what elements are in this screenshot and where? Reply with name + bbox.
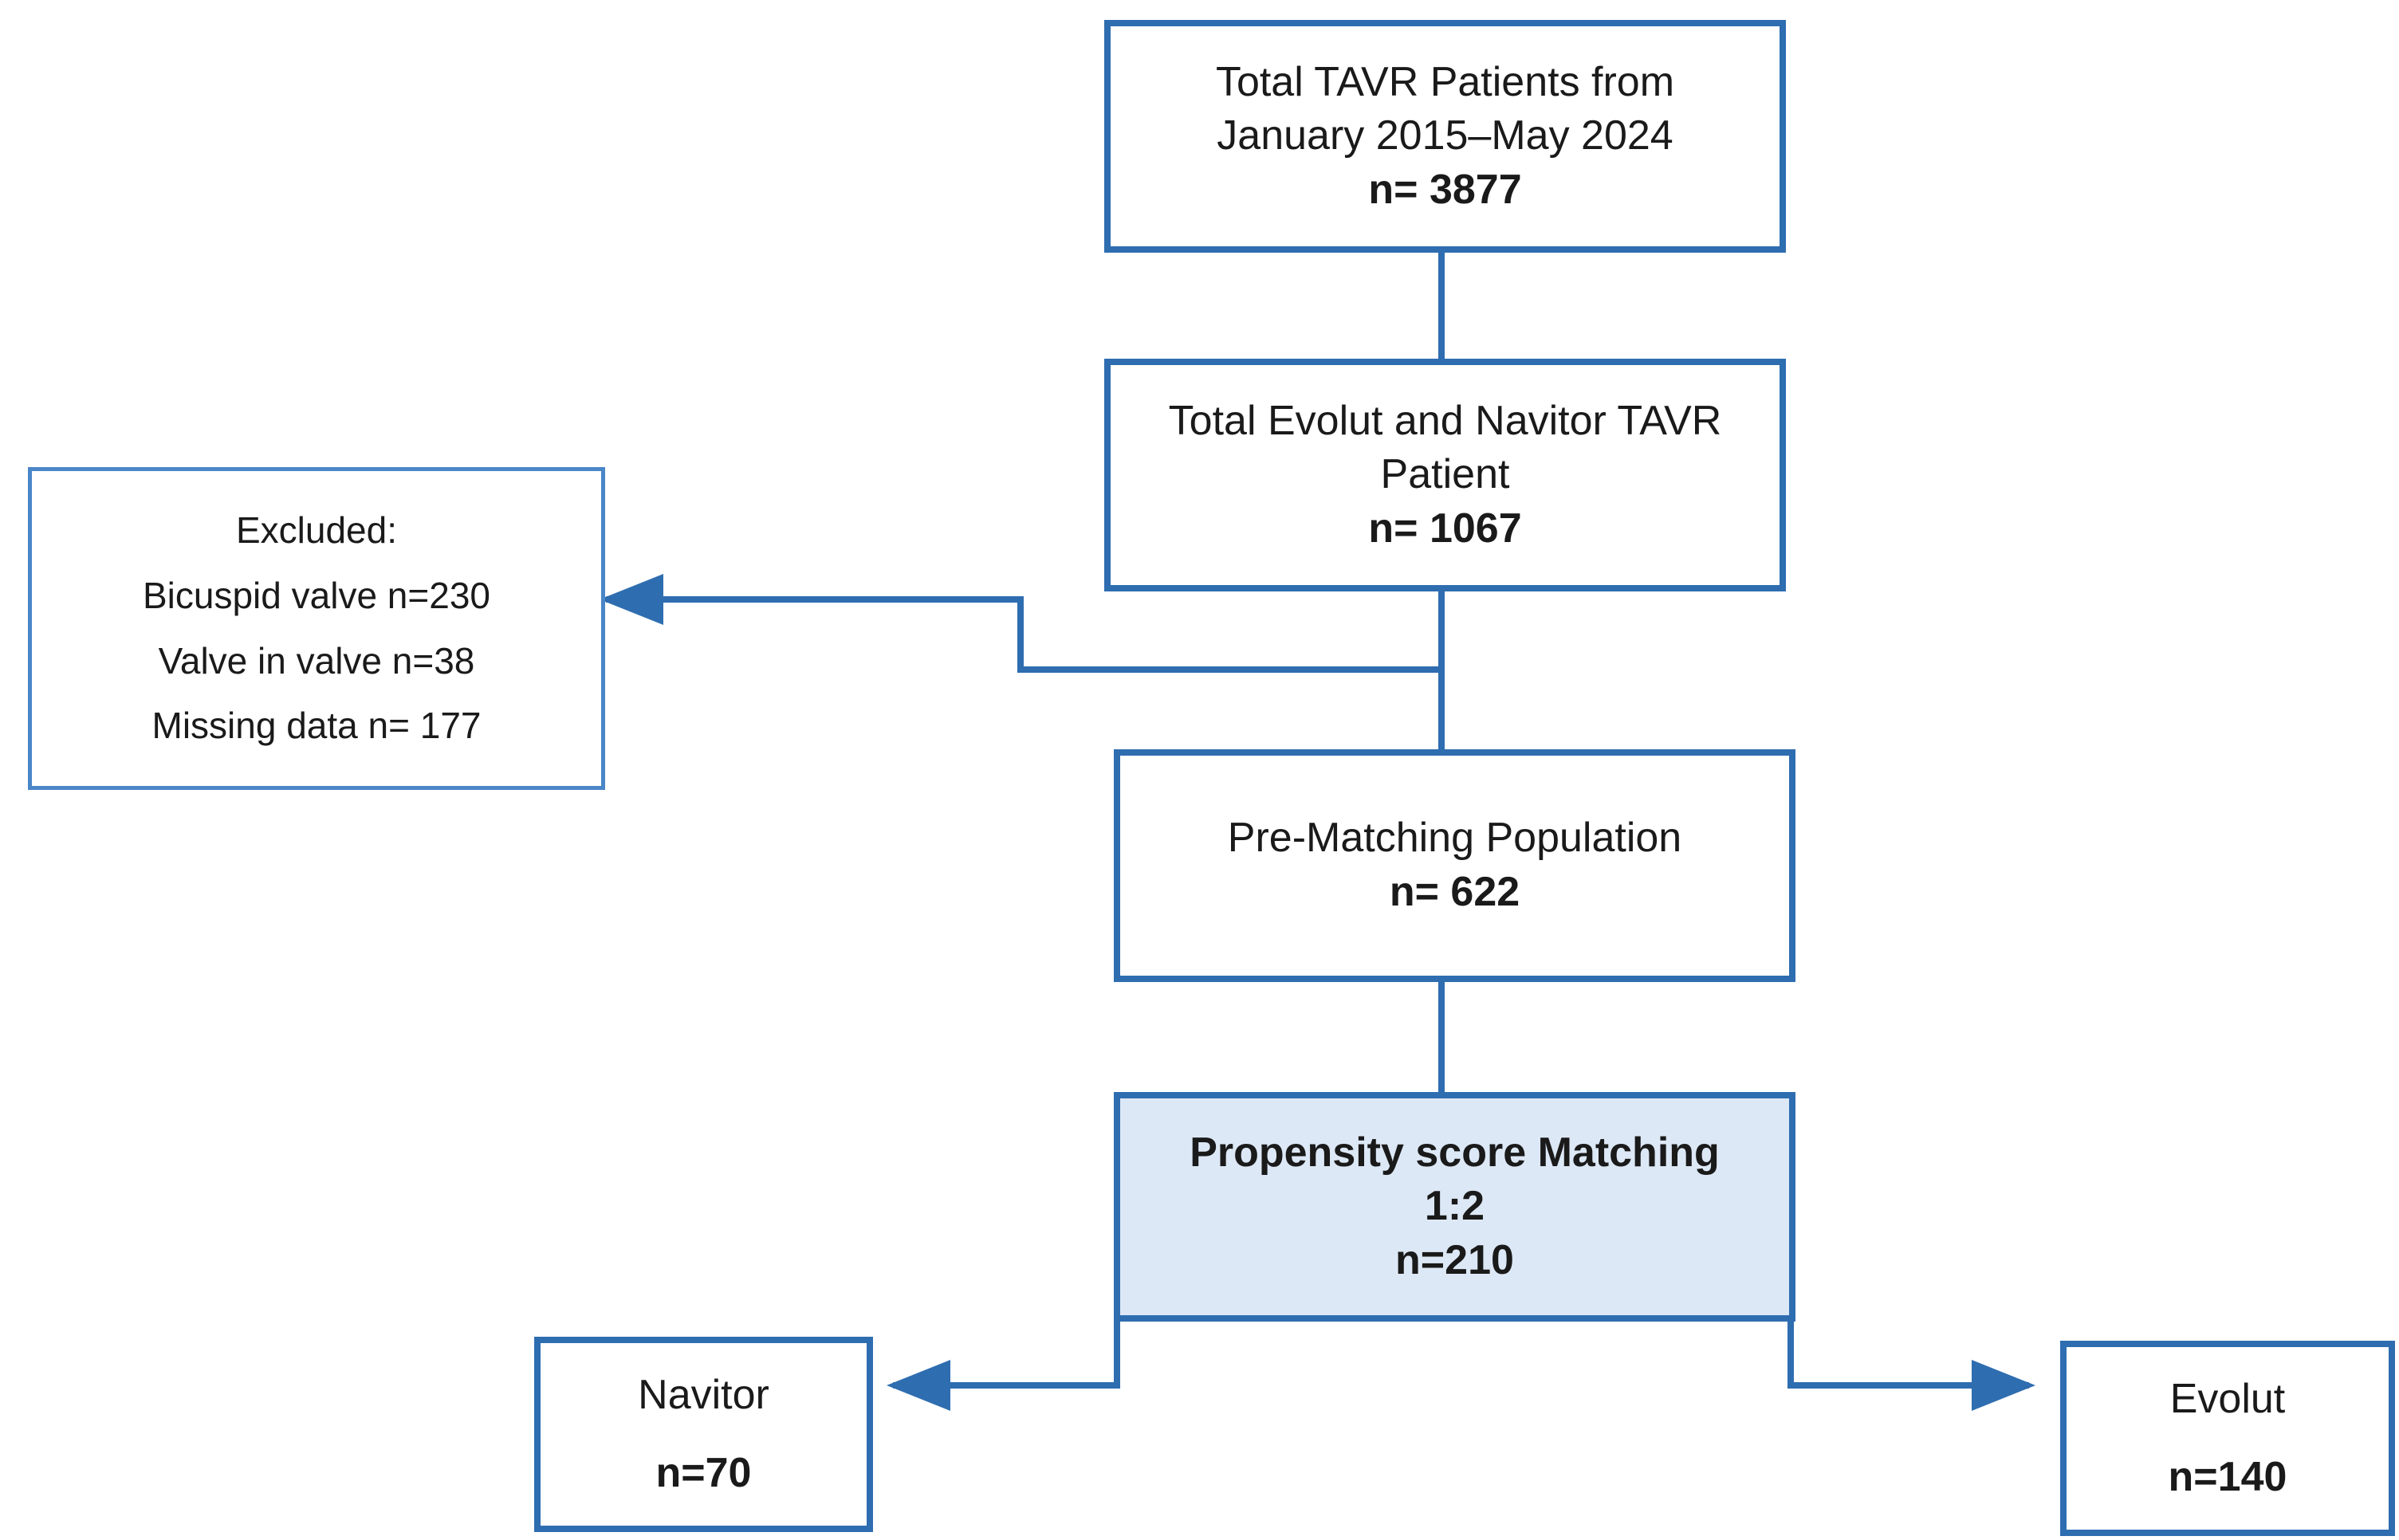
evolut-navitor-count: n= 1067 xyxy=(1368,505,1522,552)
evolut-navitor-box: Total Evolut and Navitor TAVR Patient n=… xyxy=(1104,359,1786,591)
evolut-navitor-line1: Total Evolut and Navitor TAVR xyxy=(1168,397,1722,444)
total-patients-line1: Total TAVR Patients from xyxy=(1215,58,1675,105)
evolut-count: n=140 xyxy=(2168,1453,2287,1500)
excluded-box: Excluded: Bicuspid valve n=230 Valve in … xyxy=(28,467,605,790)
evolut-box: Evolut n=140 xyxy=(2060,1341,2395,1536)
navitor-box: Navitor n=70 xyxy=(534,1337,873,1532)
excluded-item-missing-data: Missing data n= 177 xyxy=(151,705,482,747)
total-patients-count: n= 3877 xyxy=(1368,166,1522,213)
prematching-count: n= 622 xyxy=(1389,869,1520,915)
prematching-box: Pre-Matching Population n= 622 xyxy=(1114,749,1795,982)
evolut-label: Evolut xyxy=(2169,1375,2286,1422)
matching-line2: 1:2 xyxy=(1424,1183,1485,1230)
navitor-label: Navitor xyxy=(638,1371,769,1418)
matching-count: n=210 xyxy=(1395,1236,1514,1283)
matching-line1: Propensity score Matching xyxy=(1190,1129,1720,1176)
navitor-count: n=70 xyxy=(655,1449,752,1496)
excluded-item-bicuspid: Bicuspid valve n=230 xyxy=(142,574,490,616)
total-patients-box: Total TAVR Patients from January 2015–Ma… xyxy=(1104,20,1786,253)
total-patients-line2: January 2015–May 2024 xyxy=(1217,112,1673,159)
excluded-title: Excluded: xyxy=(235,509,397,551)
arrow-to-navitor xyxy=(887,1317,1120,1411)
matching-box: Propensity score Matching 1:2 n=210 xyxy=(1114,1092,1795,1322)
excluded-item-valve-in-valve: Valve in valve n=38 xyxy=(158,639,475,682)
arrow-to-evolut xyxy=(1787,1317,2035,1411)
evolut-navitor-line2: Patient xyxy=(1380,451,1510,498)
arrow-to-excluded xyxy=(600,574,1441,673)
prematching-label: Pre-Matching Population xyxy=(1227,815,1682,862)
